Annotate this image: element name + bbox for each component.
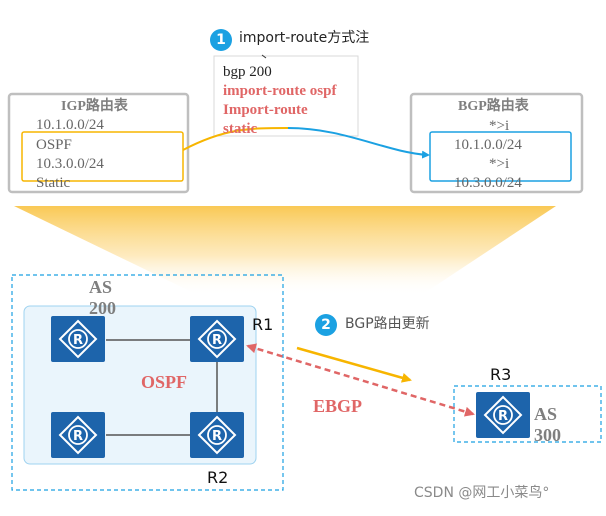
svg-text:R: R (212, 333, 222, 348)
router-r3-icon: R (476, 392, 530, 438)
spotlight-funnel (14, 206, 556, 296)
bgp-entry-prefix-2: 10.3.0.0/24 (454, 175, 522, 191)
svg-text:R: R (498, 409, 508, 424)
bgp-entry-prefix-1: 10.1.0.0/24 (454, 137, 522, 153)
as200-label-number: 200 (89, 298, 116, 318)
svg-text:R: R (212, 429, 222, 444)
bgp-table-box (409, 92, 584, 194)
step1-caret (261, 54, 267, 59)
import-curve-blue (287, 127, 430, 159)
router-r1-label: R1 (252, 315, 274, 334)
router-r2-label: R2 (207, 468, 229, 487)
config-box (213, 55, 359, 137)
igp-entry-prefix-1: 10.1.0.0/24 (36, 117, 104, 133)
import-curve-orange (182, 127, 289, 151)
igp-entry-prefix-2: 10.3.0.0/24 (36, 156, 104, 172)
bgp-highlight-box (429, 131, 572, 182)
bgp-update-arrow (296, 346, 412, 383)
as300-label-number: 300 (534, 425, 561, 445)
config-line-import-ospf: import-route ospf (223, 83, 337, 99)
router-bottom-left-icon: R (51, 412, 105, 458)
config-line-bgp: bgp 200 (223, 64, 272, 80)
ospf-label: OSPF (141, 372, 188, 392)
igp-entry-static: Static (36, 175, 71, 191)
bgp-entry-flag-2: *>i (489, 156, 510, 172)
igp-table-title: IGP路由表 (61, 99, 128, 114)
step2-label: BGP路由更新 (345, 316, 430, 332)
svg-text:R: R (73, 333, 83, 348)
ebgp-label: EBGP (313, 396, 363, 416)
config-line-import-route: Import-route (223, 102, 308, 118)
as200-label-as: AS (89, 277, 113, 297)
router-top-left-icon: R (51, 316, 105, 362)
bgp-table-title: BGP路由表 (458, 99, 529, 114)
router-r1-icon: R (190, 316, 244, 362)
ebgp-link (246, 343, 475, 417)
step1-badge: 1 (210, 29, 232, 51)
step2-badge: 2 (315, 314, 337, 336)
as300-label-as: AS (534, 404, 558, 424)
watermark: CSDN @网工小菜鸟° (414, 485, 550, 501)
igp-highlight-box (21, 131, 184, 182)
igp-entry-ospf: OSPF (36, 137, 72, 153)
igp-table-box (7, 92, 190, 194)
router-r2-icon: R (190, 412, 244, 458)
config-line-static: static (223, 121, 258, 137)
svg-text:R: R (73, 429, 83, 444)
step1-label: import-route方式注 (239, 30, 370, 46)
bgp-entry-flag-1: *>i (489, 118, 510, 134)
router-r3-label: R3 (490, 365, 512, 384)
